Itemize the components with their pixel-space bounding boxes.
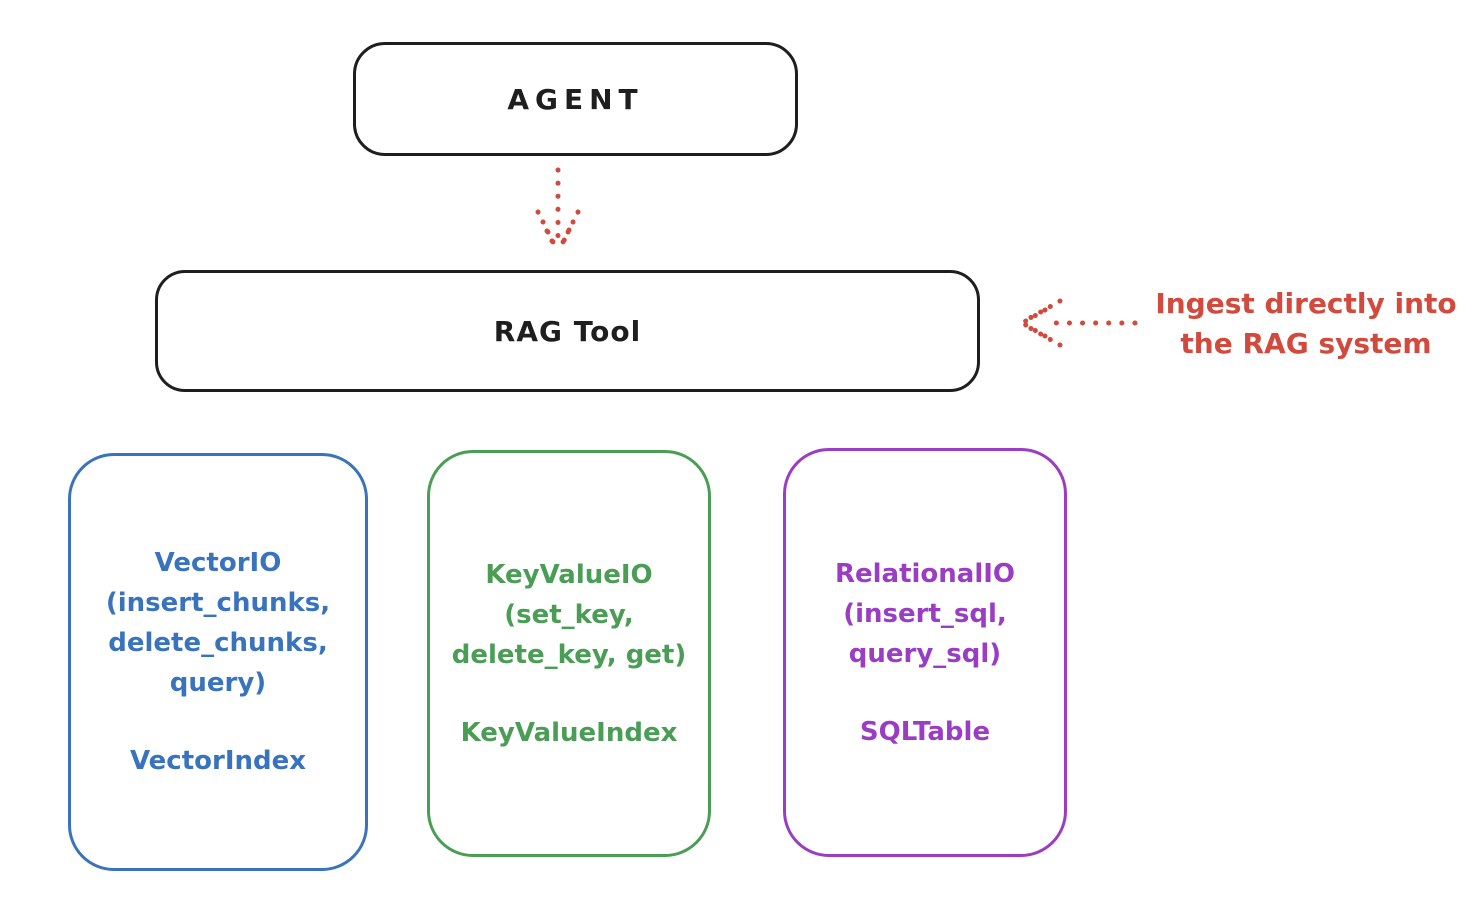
- ingest-annotation-text: Ingest directly into the RAG system: [1155, 287, 1457, 360]
- relational-io-title: RelationalIO (insert_sql, query_sql): [834, 558, 1016, 669]
- vector-index-label: VectorIndex: [129, 746, 307, 776]
- sql-table-label: SQLTable: [859, 716, 991, 747]
- vector-io-node: VectorIO (insert_chunks, delete_chunks, …: [68, 453, 368, 871]
- rag-tool-label: RAG Tool: [493, 314, 642, 348]
- ingest-annotation-arrow: [1020, 298, 1138, 348]
- key-value-io-node: KeyValueIO (set_key, delete_key, get) Ke…: [427, 450, 711, 857]
- agent-label: AGENT: [507, 82, 644, 116]
- vector-io-title: VectorIO (insert_chunks, delete_chunks, …: [105, 548, 331, 698]
- key-value-index-label: KeyValueIndex: [460, 717, 678, 748]
- rag-tool-node: RAG Tool: [155, 270, 980, 392]
- agent-node: AGENT: [353, 42, 798, 156]
- agent-to-rag-arrow: [535, 167, 581, 253]
- key-value-io-title: KeyValueIO (set_key, delete_key, get): [451, 559, 687, 670]
- relational-io-node: RelationalIO (insert_sql, query_sql) SQL…: [783, 448, 1067, 857]
